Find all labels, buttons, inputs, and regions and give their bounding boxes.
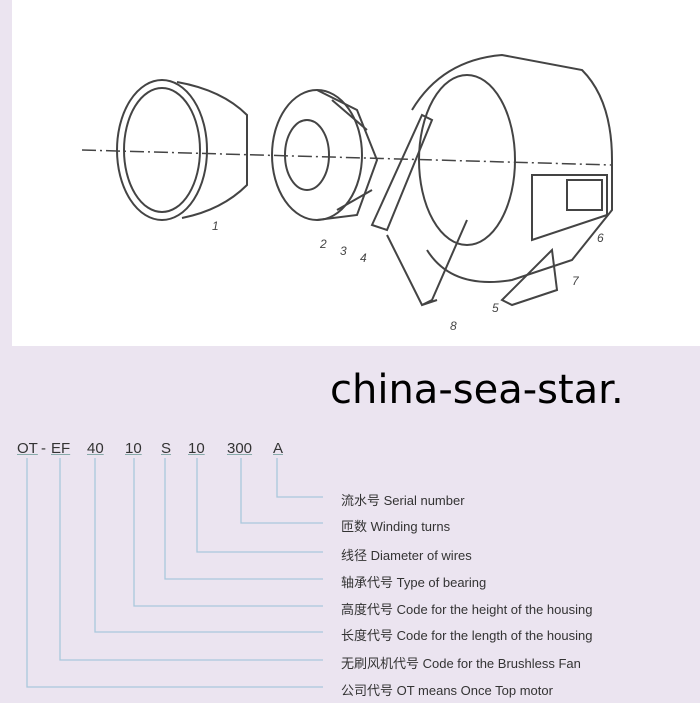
part-label-6: 6 bbox=[597, 231, 604, 245]
part-label-4: 4 bbox=[360, 251, 367, 265]
code-wire: 10 bbox=[188, 440, 205, 457]
part-label-7: 7 bbox=[572, 274, 580, 288]
code-turns: 300 bbox=[227, 440, 253, 457]
fan-exploded-diagram: 1 2 3 4 5 6 7 8 bbox=[12, 0, 700, 346]
code-bearing: S bbox=[161, 440, 172, 457]
label-length: 长度代号 Code for the length of the housing bbox=[341, 628, 593, 643]
label-turns: 匝数 Winding turns bbox=[341, 519, 451, 534]
watermark: china-sea-star. bbox=[330, 367, 624, 413]
code-serial: A bbox=[273, 440, 284, 457]
label-fan: 无刷风机代号 Code for the Brushless Fan bbox=[341, 656, 581, 671]
part-label-1: 1 bbox=[212, 219, 219, 233]
label-serial: 流水号 Serial number bbox=[341, 493, 465, 508]
label-height: 高度代号 Code for the height of the housing bbox=[341, 602, 593, 617]
label-wire: 线径 Diameter of wires bbox=[341, 548, 472, 563]
part-label-5: 5 bbox=[492, 301, 499, 315]
code-length: 40 bbox=[87, 440, 104, 457]
code-dash: - bbox=[41, 440, 46, 457]
label-bearing: 轴承代号 Type of bearing bbox=[341, 575, 487, 590]
code-company: OT bbox=[17, 440, 38, 457]
part-label-8: 8 bbox=[450, 319, 457, 333]
part-label-3: 3 bbox=[340, 244, 347, 258]
part-label-2: 2 bbox=[319, 237, 327, 251]
code-fan: EF bbox=[51, 440, 71, 457]
code-height: 10 bbox=[125, 440, 142, 457]
label-company: 公司代号 OT means Once Top motor bbox=[341, 683, 553, 698]
